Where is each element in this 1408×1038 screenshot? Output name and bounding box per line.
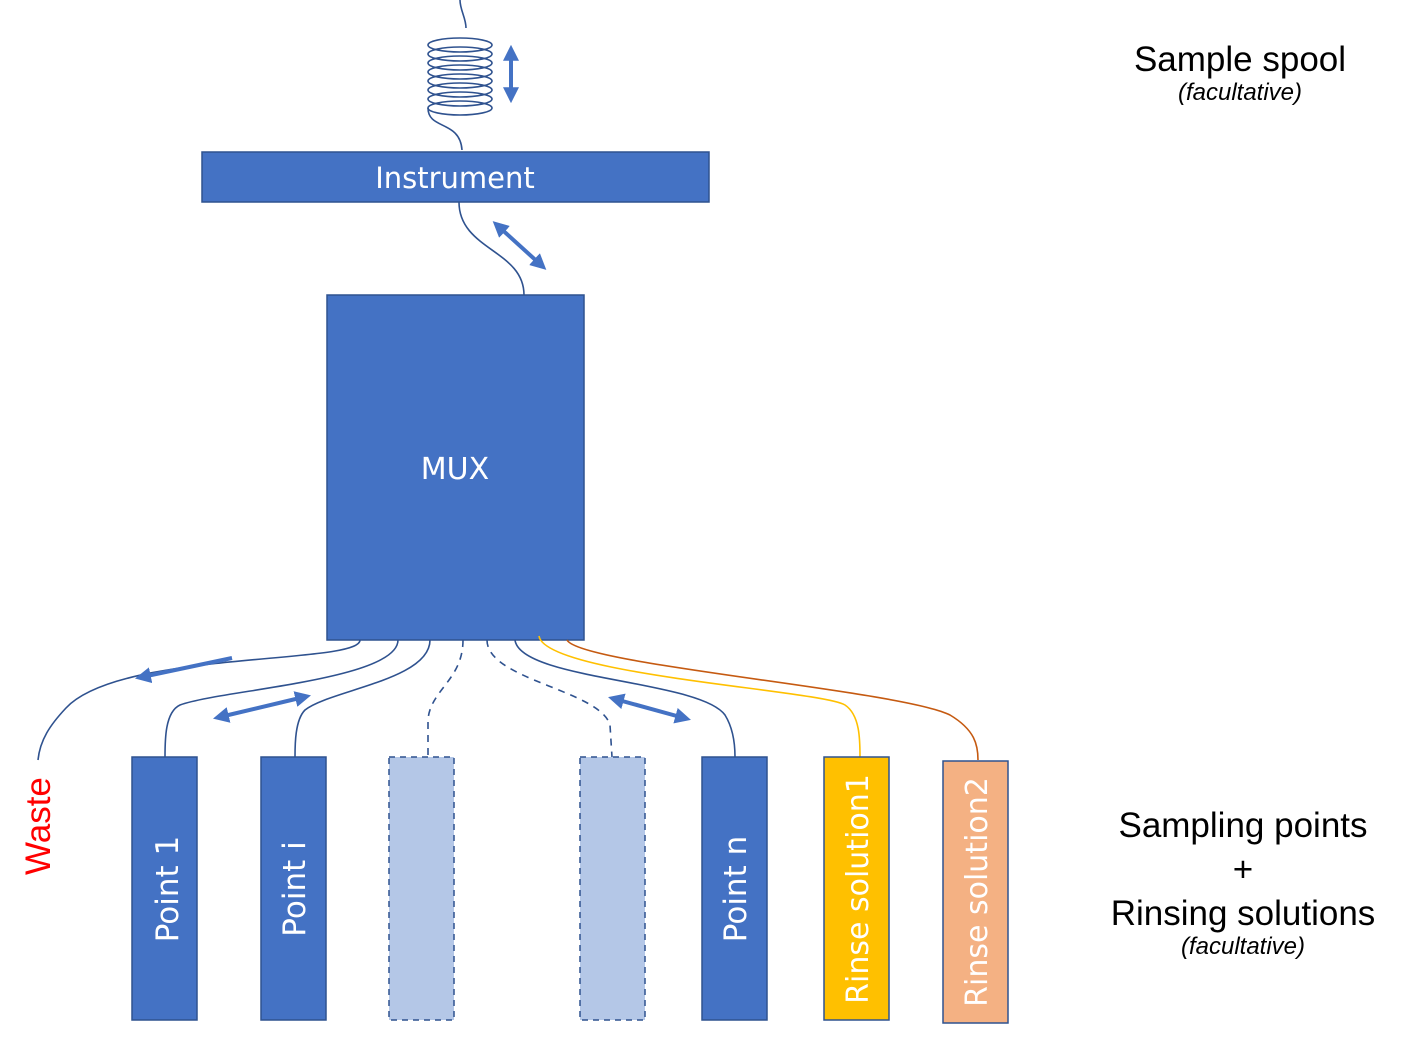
sample-spool-caption: Sample spool (facultative) [1110, 38, 1370, 108]
instrument-label: Instrument [375, 161, 535, 195]
sampling-title-plus: + [1232, 850, 1254, 889]
rinse-solution-2-label: Rinse solution2 [960, 777, 995, 1007]
point-i-box [260, 756, 327, 1021]
placeholder-tube-2 [486, 639, 613, 758]
point-n-box [701, 756, 768, 1021]
sample-spool-note: (facultative) [1177, 79, 1303, 106]
rinse-solution-2-box [942, 760, 1009, 1024]
placeholder-box-1 [388, 756, 455, 1021]
rinse-solution-1-label: Rinse solution1 [841, 774, 876, 1004]
sample-spool-title: Sample spool [1133, 40, 1347, 79]
point-n-label: Point n [718, 836, 754, 942]
double-arrow-icon [492, 221, 547, 270]
waste-tube [37, 639, 361, 761]
pointn-tube [514, 639, 736, 758]
placeholder-box-2 [579, 756, 646, 1021]
waste-label: Waste [19, 777, 58, 875]
single-arrow-icon [134, 656, 233, 684]
sampling-caption: Sampling points + Rinsing solutions (fac… [1090, 804, 1396, 962]
point-1-label: Point 1 [150, 836, 186, 943]
pointi-tube [294, 639, 431, 758]
spool-coil-icon [427, 0, 493, 151]
sampling-note: (facultative) [1180, 933, 1306, 960]
instrument-mux-tube [458, 201, 525, 296]
sampling-title-line1: Sampling points [1118, 806, 1368, 845]
point-1-box [131, 756, 198, 1021]
point-i-label: Point i [277, 841, 313, 936]
mux-label: MUX [421, 452, 489, 487]
double-arrow-icon [212, 691, 312, 723]
double-arrow-icon [608, 693, 691, 724]
placeholder-tube-1 [427, 639, 464, 757]
rinse1-tube [538, 635, 861, 758]
rinse2-tube [566, 639, 979, 761]
instrument-box [201, 151, 710, 203]
mux-box [326, 294, 585, 641]
sampling-title-line2: Rinsing solutions [1110, 894, 1376, 933]
rinse-solution-1-box [823, 756, 890, 1021]
